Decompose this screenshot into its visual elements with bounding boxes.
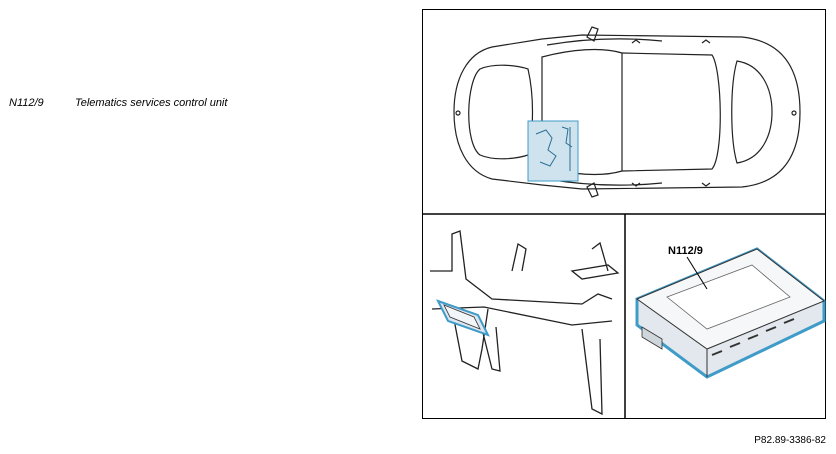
callout-label: N112/9 — [668, 245, 703, 257]
figure-frame: N112/9 — [422, 9, 826, 419]
legend-code: N112/9 — [9, 97, 44, 109]
control-unit-installed-highlight — [436, 299, 490, 337]
figure-id: P82.89-3386-82 — [754, 435, 826, 446]
control-unit-closeup — [635, 247, 826, 379]
legend-description: Telematics services control unit — [75, 97, 228, 109]
crossmember-view — [430, 230, 620, 416]
